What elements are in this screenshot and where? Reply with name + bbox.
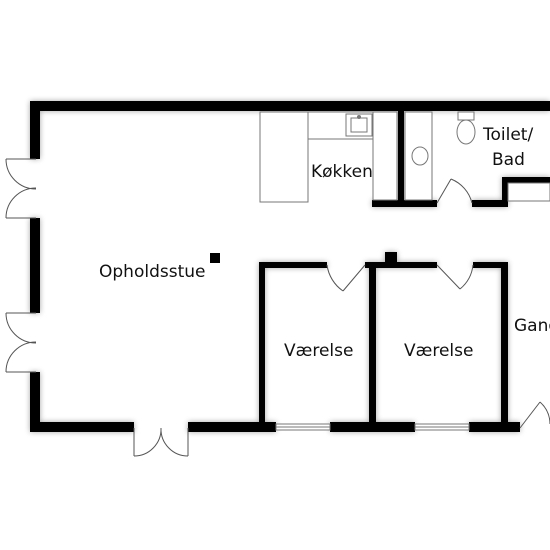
column: [385, 252, 397, 264]
washbasin-icon: [411, 146, 429, 166]
door-left-top: [5, 158, 37, 219]
kitchen-fixtures: [259, 111, 398, 203]
wall-left-3: [30, 372, 40, 432]
wall-bath-right: [502, 177, 550, 183]
wall-bath-bottom-1: [372, 200, 437, 207]
door-bath: [436, 178, 473, 204]
bath-fixtures: [404, 111, 550, 202]
door-bottom: [133, 427, 189, 457]
toilet-tank: [457, 111, 475, 121]
sink-basin: [350, 117, 368, 133]
wall-bath-bottom-2: [472, 200, 508, 207]
door-room-b: [436, 264, 474, 290]
wall-left-2: [30, 218, 40, 313]
kitchen-cabinet: [372, 111, 398, 201]
wall-room-a-top-1: [259, 262, 327, 268]
shower-tray: [507, 182, 550, 202]
label-bath-line2: Bad: [492, 150, 525, 170]
doors: [5, 158, 550, 457]
wall-left-1: [30, 101, 40, 159]
label-room-b: Værelse: [404, 341, 473, 361]
label-living: Opholdsstue: [99, 262, 205, 282]
wall-bottom-2: [188, 422, 276, 432]
wall-room-a-left: [259, 262, 265, 427]
wall-room-a-top-2: [365, 262, 437, 268]
label-room-a: Værelse: [284, 341, 353, 361]
label-kitchen: Køkken: [311, 162, 373, 182]
pillar: [210, 253, 220, 263]
door-left-bottom: [5, 312, 37, 373]
walls: [30, 101, 550, 432]
door-hall: [519, 401, 550, 429]
faucet-icon: [357, 115, 361, 119]
wall-bottom-4: [469, 422, 520, 432]
kitchen-counter: [259, 111, 309, 203]
wall-room-a-right: [369, 262, 376, 427]
label-hall: Gang: [514, 316, 550, 336]
door-room-a: [326, 264, 366, 292]
room-labels: Opholdsstue Køkken Toilet/ Bad Værelse V…: [99, 125, 550, 361]
label-bath-line1: Toilet/: [482, 125, 533, 145]
wall-bottom-1: [30, 422, 134, 432]
wall-kitchen-bath: [398, 106, 404, 206]
wall-bath-stub: [502, 177, 508, 205]
wall-room-b-top: [473, 262, 507, 268]
toilet-icon: [456, 119, 476, 145]
wall-room-b-right: [501, 262, 508, 427]
wall-top: [30, 101, 550, 111]
windows: [275, 423, 470, 431]
